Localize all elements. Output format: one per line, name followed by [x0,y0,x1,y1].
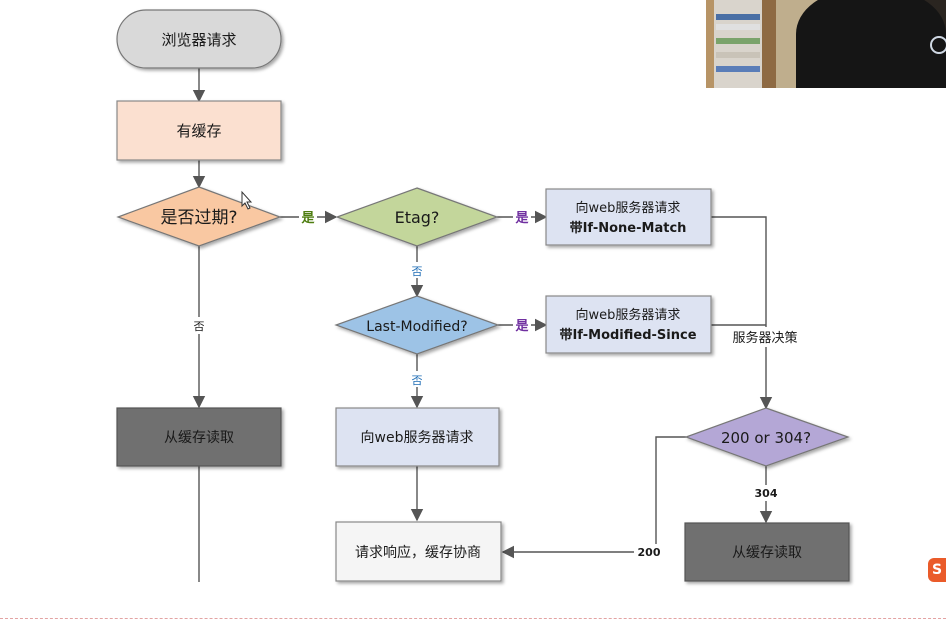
status-label: 200 or 304? [721,429,811,447]
read-cache-right-box [684,522,850,582]
response-box [335,521,502,582]
node-req-plain [335,407,500,467]
status-diamond [684,407,850,467]
req-none-match-box [545,188,712,246]
edge-label-etag-no: 否 [412,265,423,278]
edge-label-bg [408,371,426,387]
node-read-cache-right [684,522,850,582]
req-modified-since-line1: 向web服务器请求 [576,307,681,323]
mouse-cursor-icon [241,190,253,210]
node-etag [335,187,499,247]
response-label: 请求响应，缓存协商 [355,544,481,561]
bookshelf-image [706,0,776,88]
lastmod-label: Last-Modified? [366,319,467,335]
node-status [684,407,850,467]
bottom-divider [0,618,946,619]
has-cache-box [116,100,282,161]
etag-diamond [335,187,499,247]
req-plain-label: 向web服务器请求 [361,430,474,446]
req-none-match-line1: 向web服务器请求 [576,200,681,216]
req-modified-since-line2: 带If-Modified-Since [559,327,696,343]
start-label: 浏览器请求 [161,31,236,49]
edge-label-bg [634,544,664,560]
has-cache-label: 有缓存 [176,122,221,140]
edge-label-bg [751,485,781,501]
start-terminator [116,9,282,69]
node-lastmod [334,295,500,355]
expired-label: 是否过期? [160,208,237,228]
node-has-cache [116,100,282,161]
edge-label-lastmod-no: 否 [412,374,423,387]
edge-label-expired-no: 否 [194,320,205,333]
req-plain-box [335,407,500,467]
edge-label-bg [513,316,531,334]
edge-label-lastmod-yes: 是 [514,319,529,334]
edge-label-bg [190,317,208,334]
server-decision-label: 服务器决策 [732,330,797,346]
edge-label-expired-yes: 是 [300,211,315,226]
node-start [116,9,282,69]
shirt-logo-icon [930,36,946,54]
node-req-if-none-match [545,188,712,246]
edge-200 [501,436,686,559]
edge-label-bg [723,327,808,347]
edge-label-bg [408,262,426,278]
etag-label: Etag? [395,208,440,227]
read-cache-left-box [116,407,282,467]
brand-badge-icon: S [928,558,946,582]
node-expired [116,186,282,247]
webcam-overlay [706,0,946,88]
node-response [335,521,502,582]
edge-label-304: 304 [755,487,778,500]
req-none-match-line2: 带If-None-Match [570,220,687,236]
edge-label-bg [513,208,531,226]
edge-label-200: 200 [638,546,661,559]
edge-none-match-to-decision [711,216,773,410]
presenter-image [796,0,946,88]
node-req-if-modified-since [545,295,712,354]
edge-label-bg [299,208,317,226]
lastmod-diamond [334,295,500,355]
read-cache-left-label: 从缓存读取 [164,429,234,446]
req-modified-since-box [545,295,712,354]
node-read-cache-left [116,407,282,467]
expired-diamond [116,186,282,247]
edge-label-etag-yes: 是 [514,211,529,226]
read-cache-right-label: 从缓存读取 [732,544,802,561]
